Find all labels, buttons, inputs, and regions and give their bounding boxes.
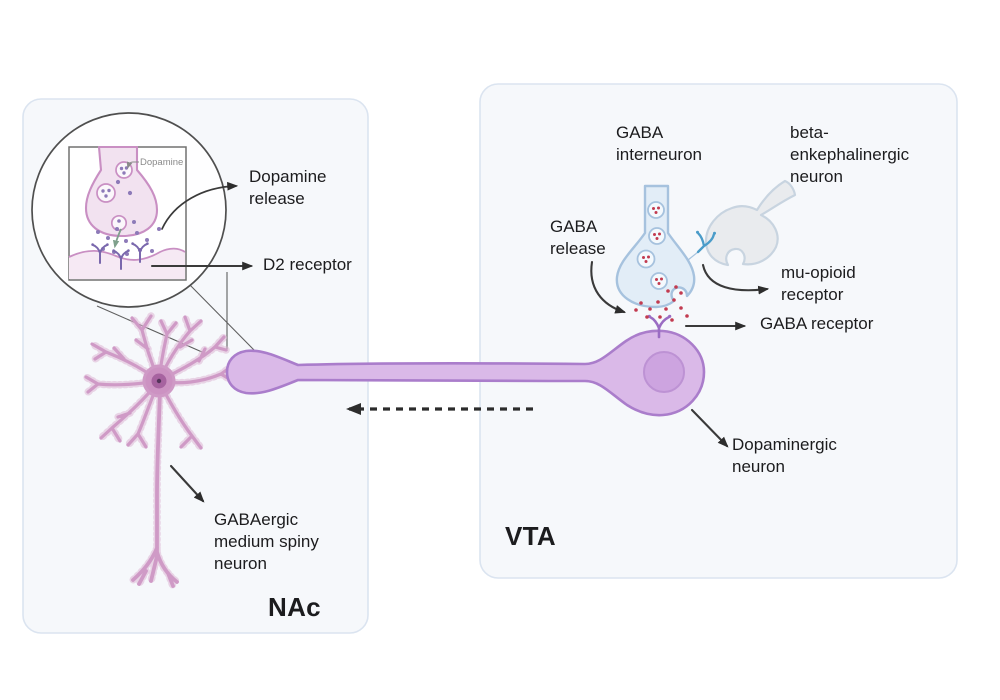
gaba-interneuron-icon — [615, 184, 696, 322]
inset-fusing-dot — [117, 219, 121, 223]
dopamine-release-arrow — [161, 181, 239, 230]
mu-opioid-receptor-label: mu-opioid receptor — [781, 263, 856, 304]
dopaminergic-neuron-icon — [225, 329, 706, 417]
gabaergic-msn-label: GABAergic medium spiny neuron — [214, 510, 319, 573]
gaba-receptor-label: GABA receptor — [760, 314, 874, 333]
inset-dopamine-label: Dopamine — [140, 157, 184, 168]
d2-receptor-icon — [91, 242, 149, 270]
d2-receptor-label: D2 receptor — [263, 255, 352, 274]
inset-presynaptic-terminal-icon — [84, 145, 159, 238]
gaba-interneuron-label: GABA interneuron — [616, 123, 703, 164]
gaba-vesicle-icon — [636, 201, 668, 290]
gaba-release-label: GABA release — [550, 217, 606, 258]
inset-membrane — [68, 247, 186, 261]
msn-arrow — [169, 464, 205, 503]
beta-enkephalinergic-neuron-icon — [704, 179, 797, 267]
inset-vesicle-icon — [96, 161, 133, 203]
inset-fusing-vesicle-icon — [110, 214, 128, 232]
mu-opioid-receptor-arrow — [701, 263, 770, 295]
spiny-neuron-icon — [82, 312, 236, 590]
dopaminergic-neuron-arrow — [690, 408, 729, 448]
dopaminergic-neuron-nucleus — [643, 351, 685, 393]
gaba-release-dots — [634, 285, 689, 322]
dopaminergic-neuron-label: Dopaminergic neuron — [732, 435, 837, 476]
nac-panel-title: NAc — [268, 592, 321, 622]
gaba-release-arrow — [590, 260, 627, 314]
gaba-receptor-icon — [647, 314, 672, 339]
inset-release-arrow — [112, 228, 122, 249]
vta-panel — [479, 83, 958, 579]
inset-synapse-icon — [68, 145, 186, 279]
dopamine-release-label: Dopamine release — [249, 167, 327, 208]
vta-panel-title: VTA — [505, 521, 556, 551]
inset-dopamine-pointer — [126, 161, 139, 169]
beta-enkephalinergic-label: beta- enkephalinergic neuron — [790, 123, 910, 186]
spiny-neuron-nucleolus — [156, 378, 162, 384]
mu-opioid-receptor-icon — [687, 230, 716, 261]
inset-postsynaptic-region — [69, 248, 185, 279]
